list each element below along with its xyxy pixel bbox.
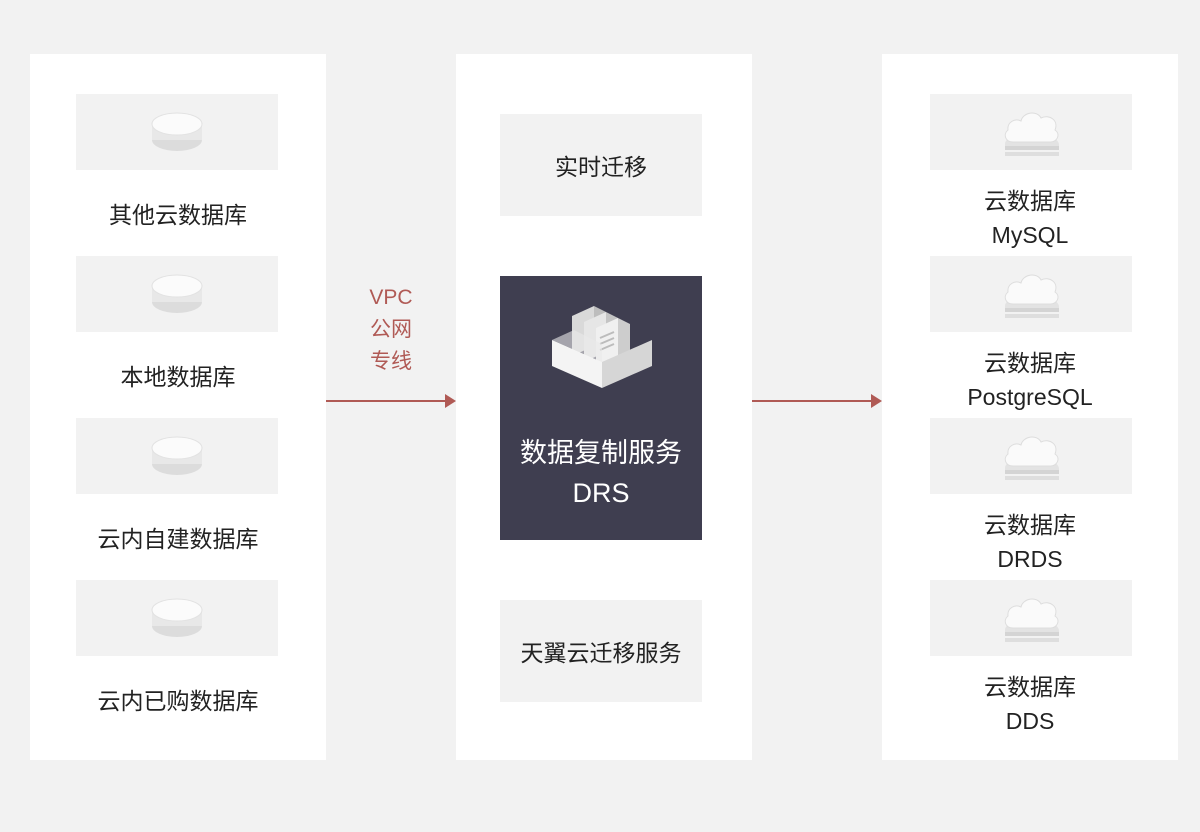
source-label-2: 本地数据库 [120,364,236,390]
drs-name: 数据复制服务 [520,438,682,468]
server-box-icon [552,306,652,388]
target-sub-1: MySQL [991,222,1069,248]
target-label-2: 云数据库 PostgreSQL [882,346,1178,414]
route-vpc: VPC [369,286,413,309]
target-panel: 云数据库 MySQL 云数据库 PostgreSQL 云数据库 DRDS [882,54,1178,760]
target-sub-3: DRDS [997,546,1063,572]
database-icon [151,436,203,475]
source-tile-2 [76,256,278,332]
source-label-1: 其他云数据库 [109,202,247,228]
target-tile-2 [930,256,1132,332]
arrow-head-icon [445,394,456,408]
target-tile-4 [930,580,1132,656]
target-title-2: 云数据库 [984,350,1076,376]
realtime-migration-box: 实时迁移 [500,114,702,216]
route-labels: VPC 公网 专线 [326,282,456,378]
cloud-database-icon [1004,598,1059,642]
route-dedicated-line: 专线 [370,350,412,373]
arrow-head-icon [871,394,882,408]
source-tile-3 [76,418,278,494]
service-panel: 实时迁移 数据复制服务 DRS 天翼云迁移服务 [456,54,752,760]
route-public-network: 公网 [370,318,412,341]
drs-code: DRS [572,478,630,508]
arrow-to-service [326,394,456,408]
database-icon [151,274,203,313]
cloud-database-icon [1004,274,1059,318]
target-title-1: 云数据库 [984,188,1076,214]
source-tile-4 [76,580,278,656]
target-tile-3 [930,418,1132,494]
target-title-3: 云数据库 [984,512,1076,538]
drs-core-box: 数据复制服务 DRS [500,276,702,540]
target-label-3: 云数据库 DRDS [882,508,1178,576]
target-sub-4: DDS [1005,708,1055,734]
ctyun-migration-box: 天翼云迁移服务 [500,600,702,702]
target-sub-2: PostgreSQL [967,384,1093,410]
cloud-database-icon [1004,112,1059,156]
cloud-database-icon [1004,436,1059,480]
target-title-4: 云数据库 [984,674,1076,700]
source-label-4: 云内已购数据库 [97,688,259,714]
source-tile-1 [76,94,278,170]
arrow-to-targets [752,394,882,408]
database-icon [151,112,203,151]
target-label-1: 云数据库 MySQL [882,184,1178,252]
source-panel: 其他云数据库 本地数据库 云内自建数据库 云内已购数据库 [30,54,326,760]
database-icon [151,598,203,637]
target-label-4: 云数据库 DDS [882,670,1178,738]
source-label-3: 云内自建数据库 [97,526,259,552]
target-tile-1 [930,94,1132,170]
